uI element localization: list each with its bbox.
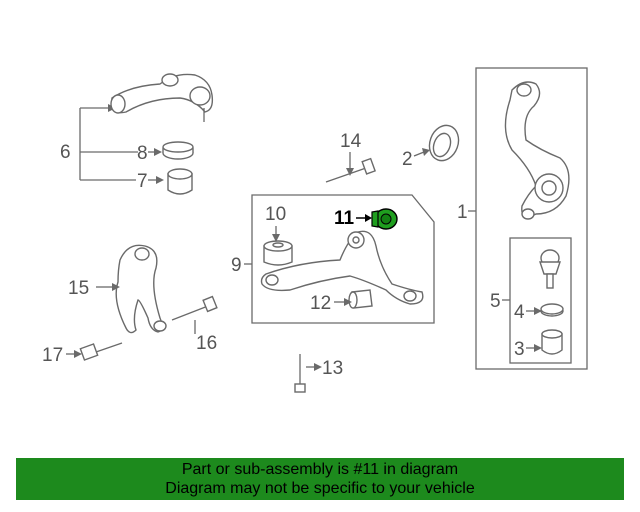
lower-link-15[interactable]: [115, 244, 163, 334]
bolt-17[interactable]: [79, 342, 123, 361]
banner-line-1: Part or sub-assembly is #11 in diagram: [181, 461, 459, 478]
bolt-16[interactable]: [171, 295, 218, 321]
lower-link-group: 15 16 17: [42, 244, 218, 366]
bolt-14-group: 14: [325, 131, 376, 183]
dust-seal-2[interactable]: 2: [402, 121, 463, 170]
upper-control-arm-group: 6 8 7: [60, 73, 214, 195]
callout-17: 17: [42, 345, 63, 366]
callout-7: 7: [137, 171, 148, 192]
snap-ring-4[interactable]: [540, 303, 564, 317]
callout-2: 2: [402, 149, 413, 170]
callout-8: 8: [137, 143, 148, 164]
boot-3[interactable]: [541, 329, 563, 355]
bushing-10[interactable]: [263, 240, 293, 266]
callout-6: 6: [60, 142, 71, 163]
ball-joint[interactable]: [539, 249, 561, 289]
knuckle-assembly-1: 1 5 4 3: [457, 67, 588, 370]
bushing-11-highlighted[interactable]: [371, 208, 398, 230]
banner-line-2: Diagram may not be specific to your vehi…: [165, 480, 475, 497]
callout-5: 5: [490, 291, 501, 312]
callout-4: 4: [514, 302, 525, 323]
callout-3: 3: [514, 339, 525, 360]
callout-1: 1: [457, 202, 468, 223]
callout-16: 16: [196, 333, 217, 354]
callout-9: 9: [231, 255, 242, 276]
bushing-12[interactable]: [348, 289, 373, 309]
callout-15: 15: [68, 278, 89, 299]
info-banner: Part or sub-assembly is #11 in diagram D…: [16, 458, 624, 500]
bushing-8[interactable]: [162, 141, 194, 160]
lower-arm-assembly-9: 9 10 12 11: [231, 194, 435, 324]
parts-diagram: 6 8 7 15 16 17 14: [42, 67, 588, 393]
callout-12: 12: [310, 293, 331, 314]
callout-10: 10: [265, 204, 286, 225]
callout-11: 11: [334, 208, 355, 229]
bolt-13-group: 13: [294, 354, 343, 393]
callout-13: 13: [322, 358, 343, 379]
bushing-7[interactable]: [167, 168, 193, 195]
callout-14: 14: [340, 131, 362, 152]
